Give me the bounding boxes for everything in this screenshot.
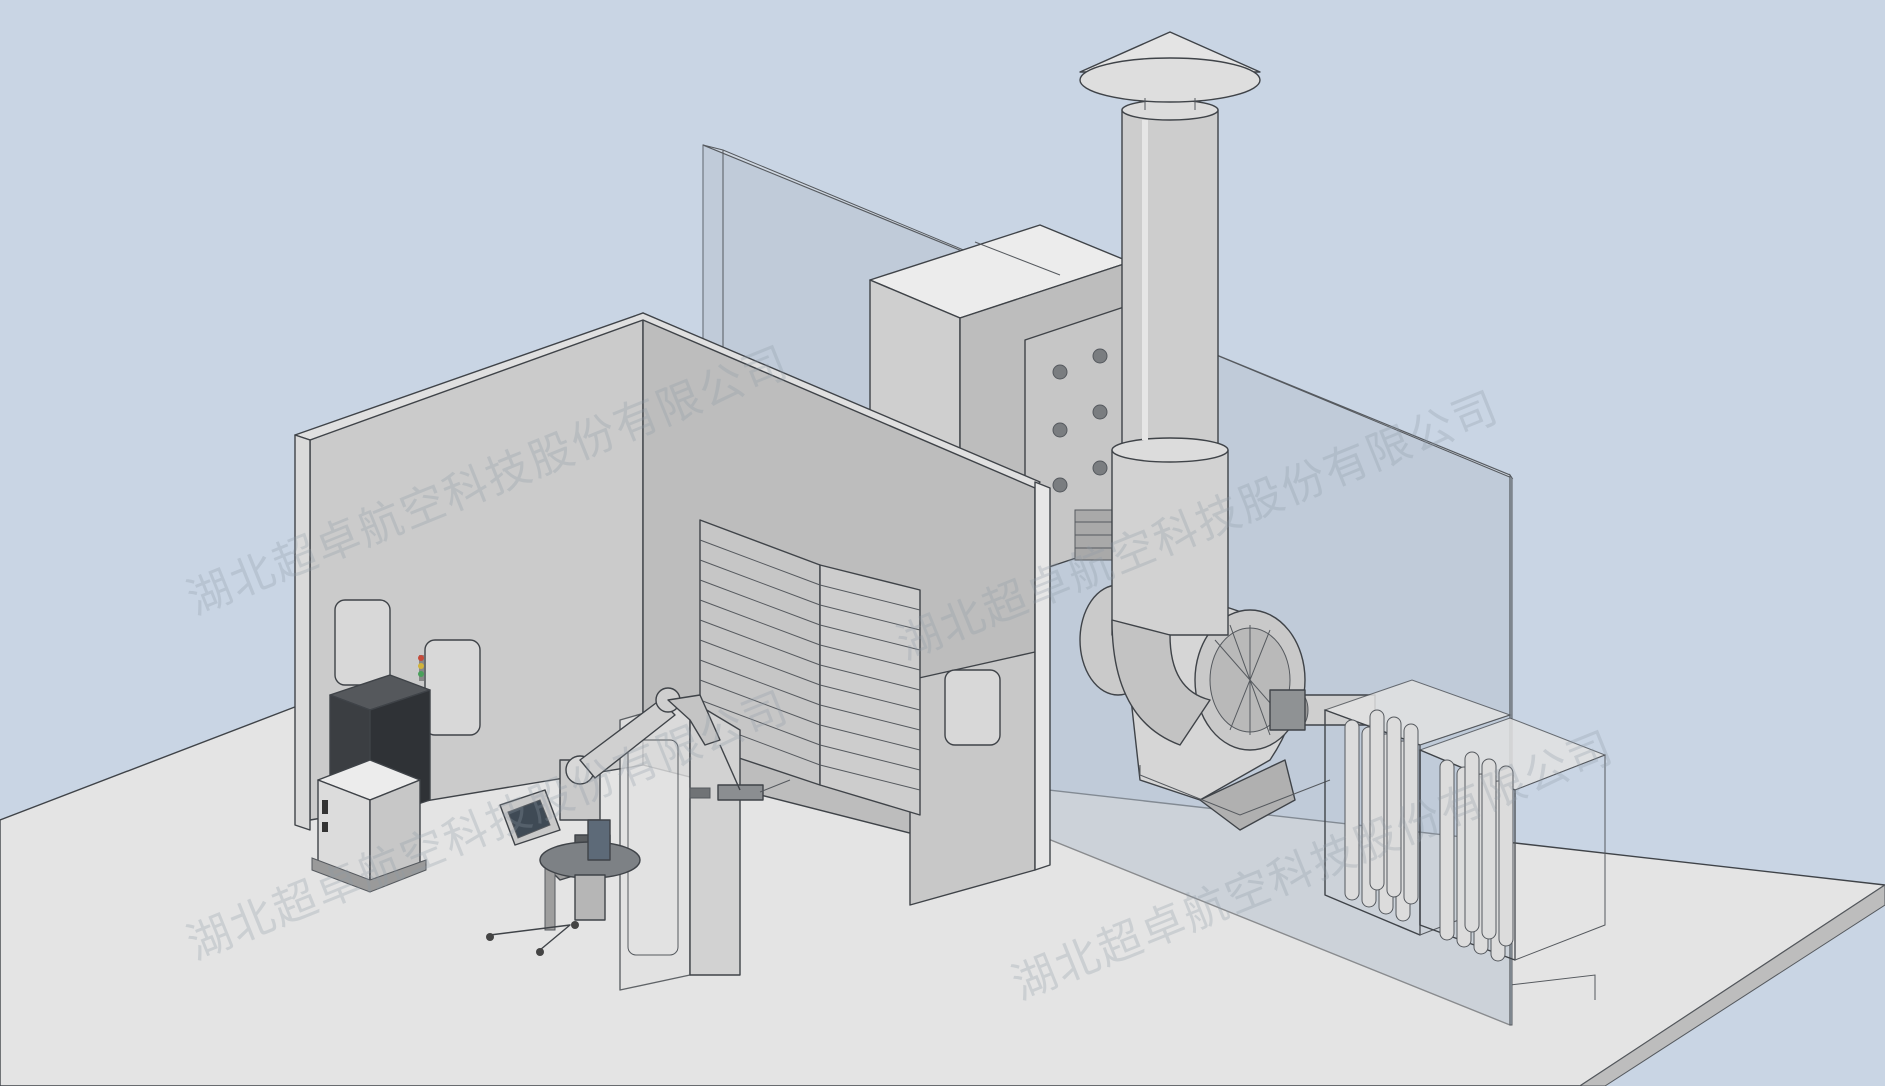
booth-window	[334, 599, 391, 686]
booth-window	[424, 639, 481, 736]
booth-window	[944, 669, 1001, 746]
teach-pendant-stand	[486, 789, 641, 956]
filter-cartridge-rack	[1323, 679, 1607, 962]
exhaust-stack	[1079, 31, 1261, 746]
valve-icon	[1052, 348, 1108, 493]
touchscreen-icon	[507, 799, 551, 839]
control-cabinet	[311, 674, 431, 893]
filter-cartridges	[1344, 709, 1419, 922]
louvered-filter-wall	[699, 519, 921, 816]
